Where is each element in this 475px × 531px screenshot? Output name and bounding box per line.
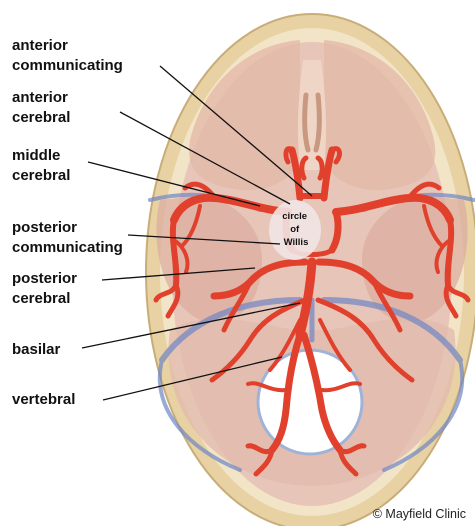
labels: anterior communicating anterior cerebral… — [12, 37, 123, 408]
circle-label-line-1: circle — [282, 211, 307, 222]
label-middle-cerebral: middle cerebral — [12, 147, 70, 184]
label-posterior-cerebral: posterior cerebral — [12, 270, 81, 307]
circle-label-line-3: Willis — [284, 237, 309, 248]
label-anterior-cerebral: anterior cerebral — [12, 89, 72, 126]
label-vertebral: vertebral — [12, 391, 75, 408]
circle-label-line-2: of — [290, 224, 300, 235]
circle-of-willis-callout: circle of Willis — [269, 200, 321, 260]
label-basilar: basilar — [12, 341, 61, 358]
credit-text: © Mayfield Clinic — [373, 507, 466, 521]
label-posterior-communicating: posterior communicating — [12, 219, 123, 256]
label-anterior-communicating: anterior communicating — [12, 37, 123, 74]
